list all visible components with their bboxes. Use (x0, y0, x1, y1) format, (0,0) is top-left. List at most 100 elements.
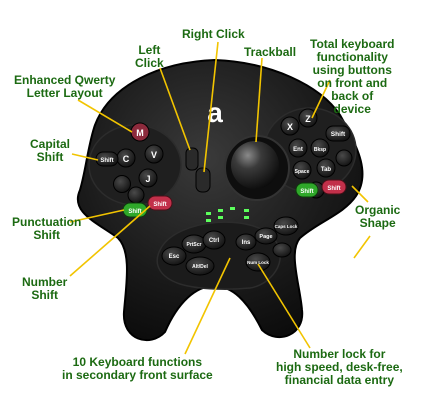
arrow-left-click (159, 67, 191, 151)
label-right-click-text: Right Click (182, 27, 245, 41)
arrow-capital-shift (71, 153, 99, 161)
label-total-keyboard-line-1: Total keyboard (310, 37, 395, 51)
key-shift-right-green-label: Shift (300, 189, 313, 195)
key-shift-right-green[interactable] (295, 182, 319, 198)
callout-arrows (69, 41, 371, 355)
label-capital-shift: Capital Shift (30, 138, 70, 164)
label-ten-keyboard-line-1: 10 Keyboard functions (72, 355, 203, 369)
key-m-label: M (136, 128, 144, 138)
arrow-organic-shape (351, 185, 369, 203)
arrow-trackball (255, 57, 263, 143)
key-caps-lock[interactable] (273, 216, 299, 236)
label-enhanced-qwerty-line-2: Letter Layout (26, 86, 103, 100)
key-ctrl[interactable] (202, 230, 226, 250)
led-1 (206, 212, 211, 215)
key-caps-lock-label: Caps Lock (275, 224, 298, 229)
key-space[interactable] (292, 160, 312, 180)
arrow-qwerty (77, 99, 133, 133)
label-total-keyboard-line-5: back of (331, 89, 374, 103)
key-blank-b[interactable] (127, 186, 145, 204)
right-keypad: X Z Shift Ent Bksp Space Tab Shift Shift (280, 108, 353, 199)
label-organic-shape-line-2: Shape (359, 216, 396, 230)
front-panel-keys: Esc PrtScr Ctrl Alt/Del Ins Page Caps Lo… (161, 216, 299, 276)
arrow-ten-keyboard (184, 257, 231, 355)
key-ins-label: Ins (242, 240, 251, 246)
label-enhanced-qwerty: Enhanced Qwerty Letter Layout (14, 74, 115, 100)
right-click-button[interactable] (195, 167, 211, 193)
label-left-click-line-1: Left (138, 43, 161, 57)
label-total-keyboard-line-6: device (333, 102, 371, 116)
key-front-blank[interactable] (272, 242, 292, 258)
key-shift-red-label: Shift (153, 202, 166, 208)
label-left-click-line-2: Click (135, 56, 164, 70)
key-prtscr-label: PrtScr (186, 242, 201, 248)
label-number-lock: Number lock for high speed, desk-free, f… (276, 348, 403, 387)
label-number-lock-line-1: Number lock for (293, 347, 386, 361)
status-leds (206, 207, 249, 222)
arrow-number-lock (257, 263, 311, 349)
key-j-label: J (145, 174, 150, 184)
key-v[interactable] (144, 144, 164, 164)
key-ctrl-label: Ctrl (209, 238, 220, 244)
key-x[interactable] (280, 116, 300, 136)
label-number-shift-line-2: Shift (31, 288, 58, 302)
key-ins[interactable] (235, 233, 257, 251)
led-6 (244, 209, 249, 212)
arrow-total-keyboard (311, 79, 331, 119)
label-total-keyboard-line-4: on front and (317, 76, 388, 90)
key-bksp[interactable] (310, 138, 330, 158)
arrow-punctuation-shift (69, 209, 125, 223)
key-j[interactable] (138, 168, 158, 188)
label-total-keyboard: Total keyboard functionality using butto… (310, 38, 394, 116)
label-organic-shape: Organic Shape (355, 204, 400, 230)
left-click-button[interactable] (185, 147, 199, 171)
label-number-shift-line-1: Number (22, 275, 68, 289)
arrow-right-click (203, 41, 219, 173)
led-5 (230, 207, 235, 210)
key-space-label: Space (295, 169, 310, 175)
label-left-click: Left Click (135, 44, 164, 70)
label-trackball-text: Trackball (244, 45, 297, 59)
led-2 (206, 219, 211, 222)
key-shift-right[interactable] (325, 125, 351, 142)
key-esc-label: Esc (169, 254, 180, 260)
key-z[interactable] (298, 108, 318, 128)
key-shift-red[interactable] (147, 195, 173, 211)
key-enter[interactable] (288, 138, 308, 158)
label-organic-shape-line-1: Organic (355, 203, 401, 217)
label-number-shift: Number Shift (22, 276, 67, 302)
key-tab[interactable] (316, 158, 336, 178)
key-shift-green-label: Shift (128, 209, 141, 215)
key-shift-right-label: Shift (331, 131, 346, 138)
key-alt-del[interactable] (185, 256, 215, 276)
key-num-lock[interactable] (245, 252, 271, 272)
key-esc[interactable] (161, 246, 187, 266)
key-page[interactable] (254, 227, 278, 245)
label-ten-keyboard-line-2: in secondary front surface (62, 368, 213, 382)
label-enhanced-qwerty-line-1: Enhanced Qwerty (14, 73, 116, 87)
key-bksp-label: Bksp (314, 147, 326, 153)
key-z-label: Z (305, 114, 311, 124)
label-trackball: Trackball (244, 46, 296, 59)
key-enter-label: Ent (293, 147, 303, 153)
label-capital-shift-line-2: Shift (36, 150, 64, 164)
arrow-organic-shape-b (353, 235, 371, 259)
left-keypad: M C V J Shift Shift Shift (95, 122, 173, 218)
key-c-label: C (123, 154, 130, 164)
key-blank-c[interactable] (335, 149, 353, 167)
arrow-number-shift (69, 205, 151, 277)
key-alt-del-label: Alt/Del (192, 264, 208, 270)
key-num-lock-label: Num Lock (247, 260, 269, 265)
label-total-keyboard-line-2: functionality (316, 50, 388, 64)
label-total-keyboard-line-3: using buttons (312, 63, 392, 77)
led-4 (218, 216, 223, 219)
key-page-label: Page (259, 234, 272, 240)
trackball[interactable] (231, 141, 279, 189)
label-capital-shift-line-1: Capital (30, 137, 71, 151)
led-7 (244, 216, 249, 219)
label-ten-keyboard-functions: 10 Keyboard functions in secondary front… (62, 356, 213, 382)
key-blank-a[interactable] (113, 175, 131, 193)
key-shift-right-red[interactable] (321, 179, 347, 195)
